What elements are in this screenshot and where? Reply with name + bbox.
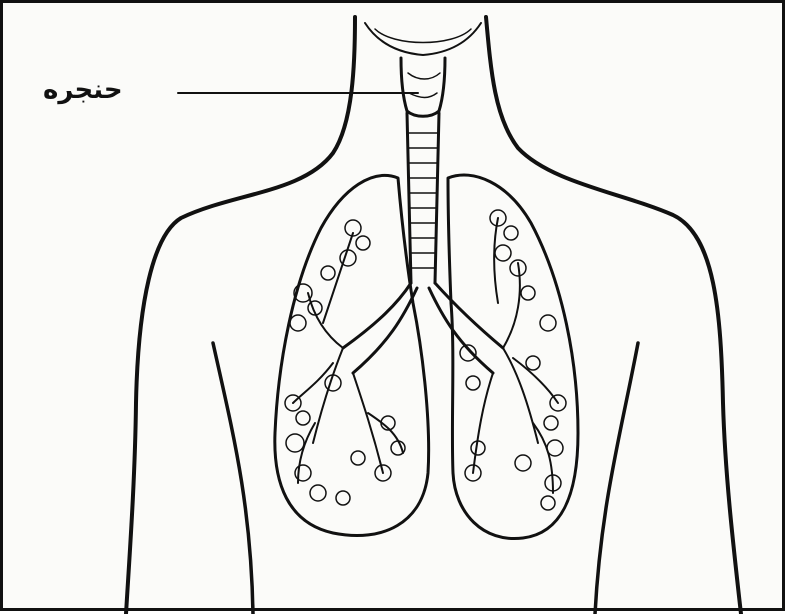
trachea-rings [409,133,437,268]
larynx-shape [401,58,445,116]
armpit-left [213,343,253,614]
trachea [407,113,439,283]
right-bronchial-tree [473,218,558,493]
larynx-label: حنجره [43,75,123,105]
jaw-line [365,23,481,55]
right-bronchus [429,283,503,373]
left-bronchial-tree [293,233,403,483]
body-outline-left [126,17,355,614]
right-lung [448,175,578,539]
armpit-right [595,343,638,614]
left-alveoli [285,220,405,505]
left-bronchus [343,283,417,373]
body-outline-right [486,17,741,614]
